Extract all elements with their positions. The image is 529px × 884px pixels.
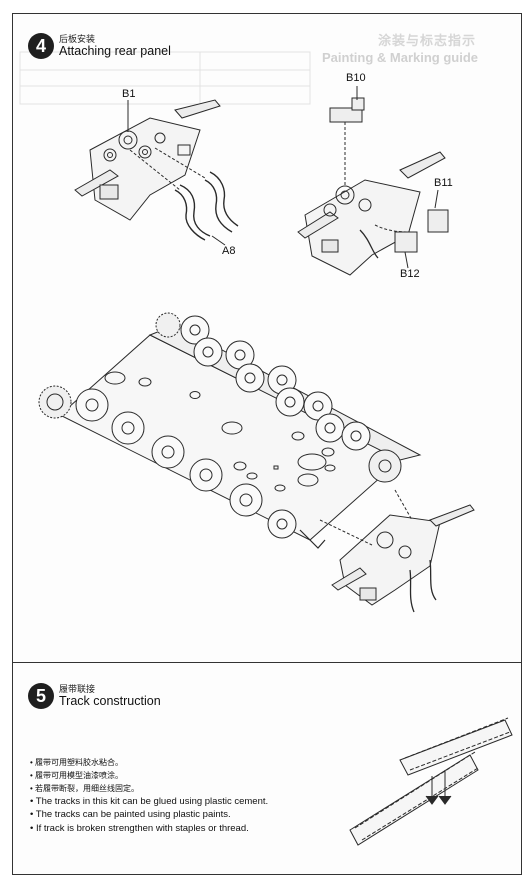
road-wheels-front [38, 385, 297, 539]
section-divider [12, 662, 521, 663]
step-5-title-en: Track construction [59, 694, 161, 708]
note-en-2: • The tracks can be painted using plasti… [30, 809, 231, 821]
note-cn-3: • 若履带断裂，用细丝线固定。 [30, 784, 140, 793]
track-links [349, 717, 513, 846]
rear-panel-right [297, 86, 449, 276]
callout-b12: B12 [400, 268, 420, 280]
step-5-title-cn: 履带联接 [59, 684, 96, 694]
step-4-title-cn: 后板安装 [59, 34, 96, 44]
note-en-3: • If track is broken strengthen with sta… [30, 822, 249, 834]
note-cn-2: • 履带可用模型油漆喷涂。 [30, 771, 124, 780]
callout-b1: B1 [122, 88, 136, 100]
rear-panel-left [74, 99, 239, 246]
road-wheels-rear [155, 312, 402, 483]
track-notes: • 履带可用塑料胶水粘合。 • 履带可用模型油漆喷涂。 • 若履带断裂，用细丝线… [30, 756, 320, 835]
bleed-through-heading-cn: 涂装与标志指示 [378, 33, 477, 48]
callout-a8: A8 [222, 245, 236, 257]
bleed-through-heading-en: Painting & Marking guide [322, 50, 479, 65]
step-4-badge: 4 [28, 33, 54, 59]
step-4-title-en: Attaching rear panel [59, 44, 171, 58]
callout-b11: B11 [434, 177, 453, 189]
note-cn-1: • 履带可用塑料胶水粘合。 [30, 758, 124, 767]
hull-lower [38, 312, 475, 613]
callout-b10: B10 [346, 72, 366, 84]
step-5-badge: 5 [28, 683, 54, 709]
note-en-1: • The tracks in this kit can be glued us… [30, 796, 269, 807]
